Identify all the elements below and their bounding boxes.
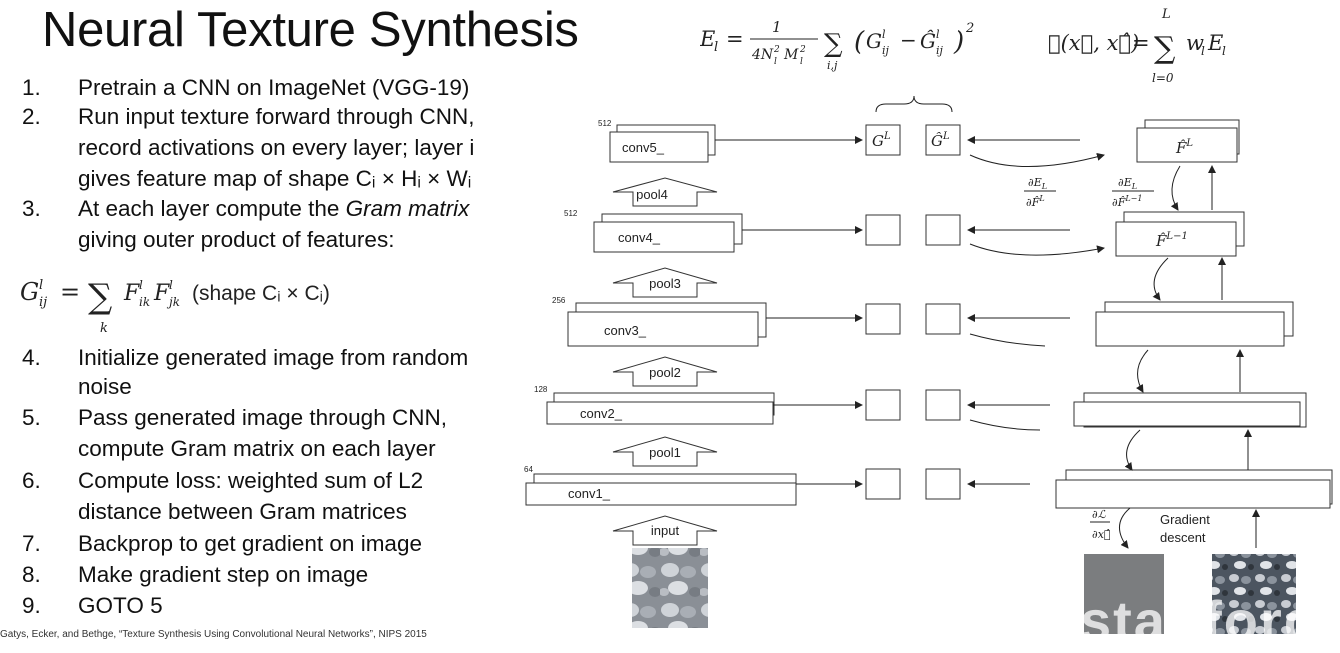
input-arrow: input	[612, 515, 718, 546]
pool3-arrow: pool3	[612, 267, 718, 298]
svg-text:E: E	[700, 27, 715, 51]
svg-text:(: (	[854, 27, 865, 57]
total-loss-svg: ℒ(x⃗, x⃗̂) = L ∑ l=0 w l E l	[1048, 7, 1226, 85]
svg-text:4N: 4N	[751, 47, 774, 63]
gradient-descent-label-line1: Gradient	[1160, 512, 1210, 527]
svg-text:l: l	[800, 57, 803, 67]
input-label: input	[651, 523, 680, 538]
svg-text:i,j: i,j	[827, 59, 838, 72]
svg-text:=: =	[726, 27, 744, 51]
svg-text:F: F	[153, 281, 170, 306]
watermark-text: stanford	[1080, 589, 1320, 652]
conv2-block: conv2_ 128	[534, 385, 775, 425]
svg-text:∑: ∑	[1154, 31, 1176, 66]
conv3-channels: 256	[552, 296, 566, 305]
svg-text:jk: jk	[166, 295, 180, 309]
conv4-channels: 512	[564, 209, 578, 218]
svg-text:−: −	[900, 28, 917, 52]
gram-boxes: GL ĜL	[865, 95, 961, 500]
svg-text:L: L	[1161, 7, 1171, 22]
conv3-label: conv3_	[604, 323, 647, 338]
svg-text:G: G	[20, 278, 39, 306]
svg-text:l: l	[882, 28, 886, 41]
svg-text:l: l	[714, 40, 718, 55]
svg-text:2: 2	[773, 45, 780, 55]
conv5-channels: 512	[598, 119, 612, 128]
total-loss-equation: ℒ(x⃗, x⃗̂) = L ∑ l=0 w l E l	[1048, 6, 1278, 92]
conv4-block: conv4_ 512	[564, 209, 743, 253]
svg-text:∂F̂L: ∂F̂L	[1026, 194, 1045, 209]
conv2-label: conv2_	[580, 406, 623, 421]
svg-text:2: 2	[965, 21, 974, 36]
conv5-block: conv5_ 512	[598, 119, 716, 163]
conv5-label: conv5_	[622, 140, 665, 155]
pool1-arrow: pool1	[612, 436, 718, 467]
svg-text:ik: ik	[139, 295, 150, 309]
svg-text:∂F̂L−1: ∂F̂L−1	[1112, 194, 1142, 209]
loss-per-layer-svg: E l = 1 4N l 2 M l 2 ∑ i,j ( G l ij − Ĝ …	[699, 18, 974, 72]
conv1-block: conv1_ 64	[524, 465, 797, 506]
loss-per-layer-equation: E l = 1 4N l 2 M l 2 ∑ i,j ( G l ij − Ĝ …	[699, 14, 1000, 89]
svg-text:l: l	[774, 57, 777, 67]
svg-text:M: M	[783, 47, 799, 63]
svg-text:G: G	[866, 29, 882, 53]
svg-text:∑: ∑	[88, 277, 112, 317]
step-3-line-1: At each layer compute the Gram matrix	[78, 196, 470, 221]
svg-text:ij: ij	[882, 44, 890, 57]
svg-text:ij: ij	[936, 44, 944, 57]
svg-text:2: 2	[799, 45, 806, 55]
gram-shape-label: (shape Cᵢ × Cᵢ)	[192, 282, 330, 305]
svg-text:∂EL: ∂EL	[1118, 176, 1137, 191]
grad-image-label: ∂ℒ ∂x⃗̂	[1090, 508, 1111, 541]
svg-text:1: 1	[772, 18, 782, 36]
pool4-label: pool4	[636, 187, 668, 202]
generated-stack: F̂L F̂L−1	[1055, 119, 1333, 509]
conv3-block: conv3_ 256	[552, 296, 767, 347]
svg-text:l: l	[1222, 44, 1226, 58]
svg-text:=: =	[60, 278, 80, 306]
svg-text:l: l	[139, 278, 143, 292]
pool3-label: pool3	[649, 276, 681, 291]
svg-text:l=0: l=0	[1152, 71, 1174, 85]
svg-text:k: k	[100, 321, 108, 336]
noise-image	[1084, 554, 1164, 634]
conv1-channels: 64	[524, 465, 533, 474]
svg-text:∑: ∑	[824, 29, 843, 59]
pool4-arrow: pool4	[612, 177, 718, 207]
svg-text:l: l	[169, 278, 173, 292]
svg-text:l: l	[39, 278, 43, 293]
conv2-channels: 128	[534, 385, 548, 394]
svg-text:l: l	[936, 28, 940, 41]
gradient-descent-label-line2: descent	[1160, 530, 1206, 545]
svg-text:ℒ(x⃗, x⃗̂): ℒ(x⃗, x⃗̂)	[1048, 31, 1139, 55]
input-texture-image	[632, 548, 708, 628]
svg-text:=: =	[1132, 31, 1150, 55]
svg-text:∂ℒ: ∂ℒ	[1092, 508, 1107, 521]
pool2-label: pool2	[649, 365, 681, 380]
synthesized-texture-image	[1212, 554, 1296, 634]
grad-top-label: ∂EL ∂F̂L	[1024, 176, 1056, 209]
svg-text:E: E	[1207, 31, 1223, 55]
svg-text:F: F	[123, 281, 140, 306]
svg-text:Ĝ: Ĝ	[920, 28, 936, 53]
slide-title: Neural Texture Synthesis	[42, 3, 579, 57]
conv4-label: conv4_	[618, 230, 661, 245]
pool1-label: pool1	[649, 445, 681, 460]
svg-text:l: l	[1201, 44, 1205, 58]
grad-second-label: ∂EL ∂F̂L−1	[1112, 176, 1154, 209]
pool2-arrow: pool2	[612, 356, 718, 387]
gram-matrix-equation: G l ij = ∑ k F l ik F l jk (shape Cᵢ × C…	[20, 270, 440, 346]
svg-text:): )	[953, 27, 964, 57]
network-diagram: conv5_ 512 pool4 conv4_ 512 pool3 conv3_…	[524, 95, 1333, 634]
citation: Gatys, Ecker, and Bethge, “Texture Synth…	[0, 629, 427, 640]
gram-matrix-svg: G l ij = ∑ k F l ik F l jk (shape Cᵢ × C…	[20, 277, 330, 336]
conv1-label: conv1_	[568, 486, 611, 501]
svg-text:∂x⃗̂: ∂x⃗̂	[1092, 528, 1111, 541]
svg-text:∂EL: ∂EL	[1028, 176, 1047, 191]
svg-text:ij: ij	[39, 295, 47, 310]
svg-text:w: w	[1186, 31, 1204, 55]
